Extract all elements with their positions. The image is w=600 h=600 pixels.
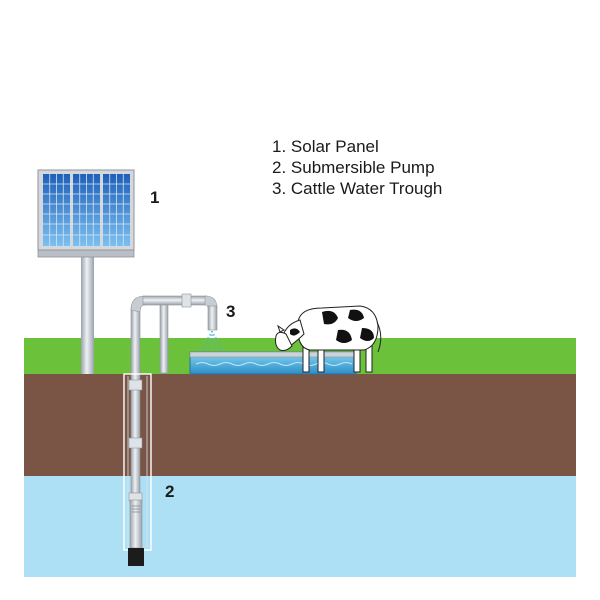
delivery-pipe [130, 293, 218, 494]
soil-layer [24, 374, 576, 476]
legend-item-submersible-pump: 2. Submersible Pump [272, 158, 435, 177]
cow [275, 305, 382, 373]
groundwater-layer [24, 476, 576, 577]
callout-trough: 3 [226, 302, 236, 321]
cattle-trough [189, 351, 357, 375]
legend: 1. Solar Panel 2. Submersible Pump 3. Ca… [272, 136, 442, 199]
panel-pole [81, 252, 94, 374]
callout-pump: 2 [165, 482, 175, 501]
solar-panel [37, 169, 135, 251]
callout-solar-panel: 1 [150, 188, 160, 207]
legend-item-solar-panel: 1. Solar Panel [272, 137, 379, 156]
water-spray [197, 330, 227, 356]
panel-cells [43, 174, 130, 246]
legend-item-cattle-trough: 3. Cattle Water Trough [272, 179, 443, 198]
submersible-pump [128, 492, 144, 566]
